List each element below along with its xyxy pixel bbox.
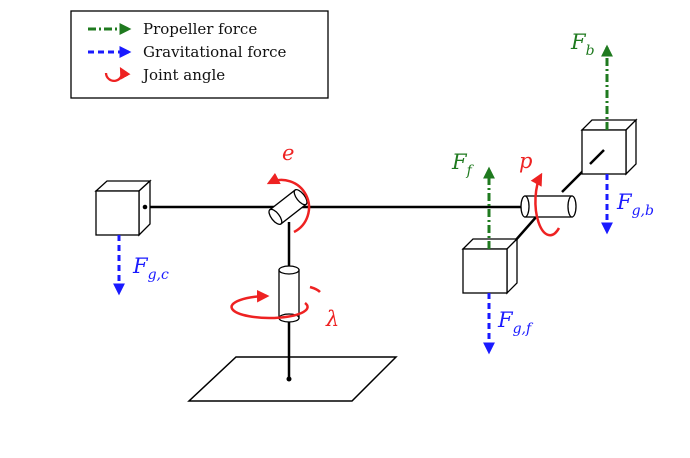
legend-propeller-label: Propeller force <box>143 20 257 38</box>
travel-angle-arrow <box>230 289 309 320</box>
legend-gravity-label: Gravitational force <box>143 43 287 61</box>
legend: Propeller force Gravitational force Join… <box>70 10 329 99</box>
base-plate <box>187 356 398 402</box>
back-motor-cube <box>580 118 638 176</box>
elevation-label: e <box>282 141 294 165</box>
back-gravity-force-label: Fg,b <box>616 190 654 219</box>
legend-joint-angle-icon <box>104 66 131 82</box>
elevation-joint-cylinder <box>268 188 308 226</box>
pitch-angle-arrow <box>530 172 561 237</box>
travel-angle-arrow-back <box>309 285 321 293</box>
travel-joint-cylinder <box>278 265 300 323</box>
elevation-angle-arrow <box>266 172 311 234</box>
back-propeller-force-label: Fb <box>570 30 595 59</box>
front-propeller-force-label: Ff <box>451 150 475 179</box>
counterweight-gravity-force-label: Fg,c <box>132 254 169 283</box>
back-motor-stub <box>589 149 605 165</box>
legend-joint-angle-label: Joint angle <box>141 66 225 84</box>
counterweight-cube <box>94 179 152 237</box>
counterweight-center-point <box>142 204 148 210</box>
pitch-label: p <box>519 149 532 173</box>
travel-label: λ <box>325 307 339 331</box>
front-gravity-force-label: Fg,f <box>497 308 534 337</box>
pitch-joint-cylinder <box>520 195 577 218</box>
legend-box <box>70 10 329 99</box>
